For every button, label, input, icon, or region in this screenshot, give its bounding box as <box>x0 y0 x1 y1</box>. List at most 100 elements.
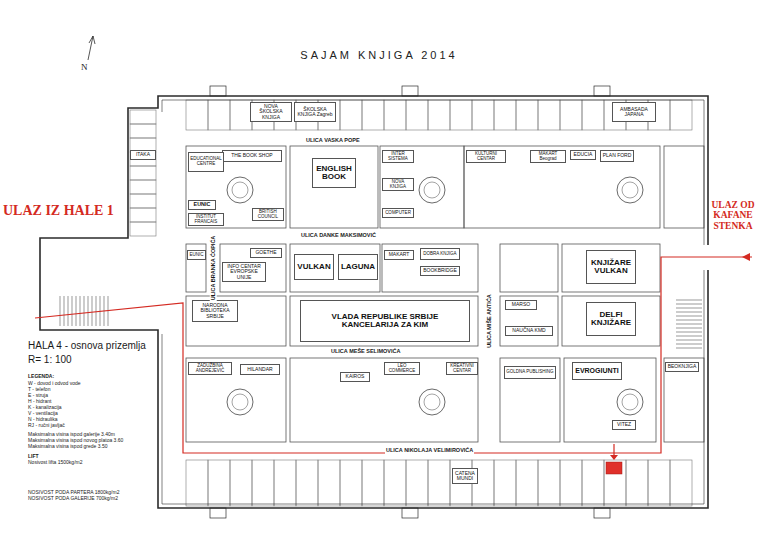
stand-block <box>290 296 478 346</box>
north-label: N <box>81 63 88 72</box>
booth-name: KAIROS <box>342 374 368 379</box>
booth-cell <box>130 222 156 236</box>
stairs <box>676 324 702 325</box>
street-name: ULICA BRANKA ĆOPIĆA <box>210 235 217 302</box>
route-arrowhead <box>742 253 750 261</box>
door <box>594 86 610 96</box>
note: Maksimalna visina ispod grede 3.50 <box>28 444 108 449</box>
stand-block <box>564 358 656 442</box>
booth-cell <box>670 460 692 506</box>
booth-name: BEOKNJIGA <box>667 364 697 369</box>
booth-cell <box>494 460 516 506</box>
booth: LEO COMMERCE <box>384 362 420 375</box>
walls <box>40 36 708 518</box>
stairs <box>676 320 702 321</box>
round-stand <box>617 389 643 415</box>
booth-cell <box>406 100 428 130</box>
booth-name: HILANDAR <box>242 367 278 372</box>
booth-name: DOBRA KNJIGA <box>422 252 458 257</box>
booth-cell <box>274 460 296 506</box>
booth: INFO CENTAR EVROPSKE UNIJE <box>222 262 266 282</box>
note: NOSIVOST PODA PARTERA 1800kg/m2 <box>28 490 119 495</box>
note: NOSIVOST PODA GALERIJE 700kg/m2 <box>28 496 118 501</box>
booth: VLADA REPUBLIKE SRBIJE KANCELARIJA ZA KI… <box>300 300 470 342</box>
stairs <box>676 340 702 341</box>
legend-item: N - hidraulika <box>28 417 57 422</box>
booth-name: BOOKBRIDGE <box>422 268 458 273</box>
booth-name: KNJIŽARE VULKAN <box>588 259 634 276</box>
booth-cell <box>230 460 252 506</box>
booth-name: LAGUNA <box>340 263 376 271</box>
booth-name: INFO CENTAR EVROPSKE UNIJE <box>224 264 264 280</box>
booth: AMBASADA JAPANA <box>612 102 656 122</box>
street-name: ULICA VASKA POPE <box>305 137 361 144</box>
booth: ENGLISH BOOK <box>312 158 356 188</box>
stand-block <box>500 244 558 292</box>
booth-cell <box>384 460 406 506</box>
booth-cell <box>186 100 208 130</box>
round-stand-core <box>232 182 248 198</box>
legend-item: H - hidrant <box>28 399 51 404</box>
note: LIFT <box>28 454 39 459</box>
stand-block <box>186 146 286 228</box>
booth-name: LEO COMMERCE <box>386 364 418 373</box>
stand-block <box>290 358 478 442</box>
booth-cell <box>626 460 648 506</box>
stairs <box>676 304 702 305</box>
legend-heading: LEGENDA: <box>28 374 54 379</box>
booth-cell <box>560 100 582 130</box>
door <box>210 86 226 96</box>
round-stand <box>227 177 253 203</box>
entrance-label: ULAZ OD KAFANE STENKA <box>710 200 756 231</box>
booth: GOETHE <box>250 248 282 258</box>
round-stand-core <box>622 394 638 410</box>
booth-cell <box>384 100 406 130</box>
stand-block <box>500 296 558 346</box>
round-stand <box>617 177 643 203</box>
booth-cell <box>318 460 340 506</box>
round-stand-core <box>622 182 638 198</box>
booth: KNJIŽARE VULKAN <box>586 250 636 284</box>
booth: EUNIC <box>187 250 206 260</box>
map-title: SAJAM KNJIGA 2014 <box>300 50 457 61</box>
stand-pointer <box>613 444 614 456</box>
booth-name: GOLDNA PUBLISHING <box>506 370 554 375</box>
booth: VULKAN <box>294 254 334 280</box>
booth-name: PLAN FORD <box>602 153 632 158</box>
booth: EVROGIUNTI <box>572 362 622 380</box>
booth-name: NOVA KNJIGA <box>384 180 412 189</box>
booth: BOOKBRIDGE <box>420 266 460 276</box>
booth: DOBRA KNJIGA <box>420 248 460 260</box>
stand-pointer-head <box>610 455 618 460</box>
legend-item: V - ventilacija <box>28 411 58 416</box>
stairs <box>676 312 702 313</box>
stand-block <box>562 244 660 292</box>
booth-name: GOETHE <box>252 250 280 255</box>
booth: COMPUTER <box>382 208 414 218</box>
booth-name: EDUCIA <box>572 152 594 157</box>
booth-name: EVROGIUNTI <box>574 367 620 374</box>
booth-name: COMPUTER <box>384 211 412 216</box>
booth-name: THE BOOK SHOP <box>224 153 280 158</box>
stairs <box>676 316 702 317</box>
booth: NOVA KNJIGA <box>382 178 414 191</box>
stand-block <box>500 358 560 442</box>
booth-name: VITEZ <box>614 422 634 427</box>
legend-item: W - dovod i odvod vode <box>28 381 81 386</box>
booth-cell <box>208 100 230 130</box>
stairs <box>76 296 77 326</box>
booth-cell <box>516 460 538 506</box>
booth-cell <box>648 460 670 506</box>
legend-item: E - struja <box>28 393 48 398</box>
booth-name: INSTITUT FRANCAIS <box>190 215 222 224</box>
stairs <box>64 296 65 326</box>
booth-cell <box>230 100 252 130</box>
booth-name: ZADUŽBINA ANDREJEVIĆ <box>190 364 230 373</box>
hall-wall <box>40 96 708 508</box>
booth-name: NAUČNA KMD <box>507 328 551 333</box>
stairs <box>60 296 61 326</box>
plan-name: HALA 4 - osnova prizemlja <box>28 341 146 351</box>
booth-name: ENGLISH BOOK <box>314 165 354 182</box>
booth: MAKART <box>384 250 414 260</box>
booth-cell <box>538 460 560 506</box>
